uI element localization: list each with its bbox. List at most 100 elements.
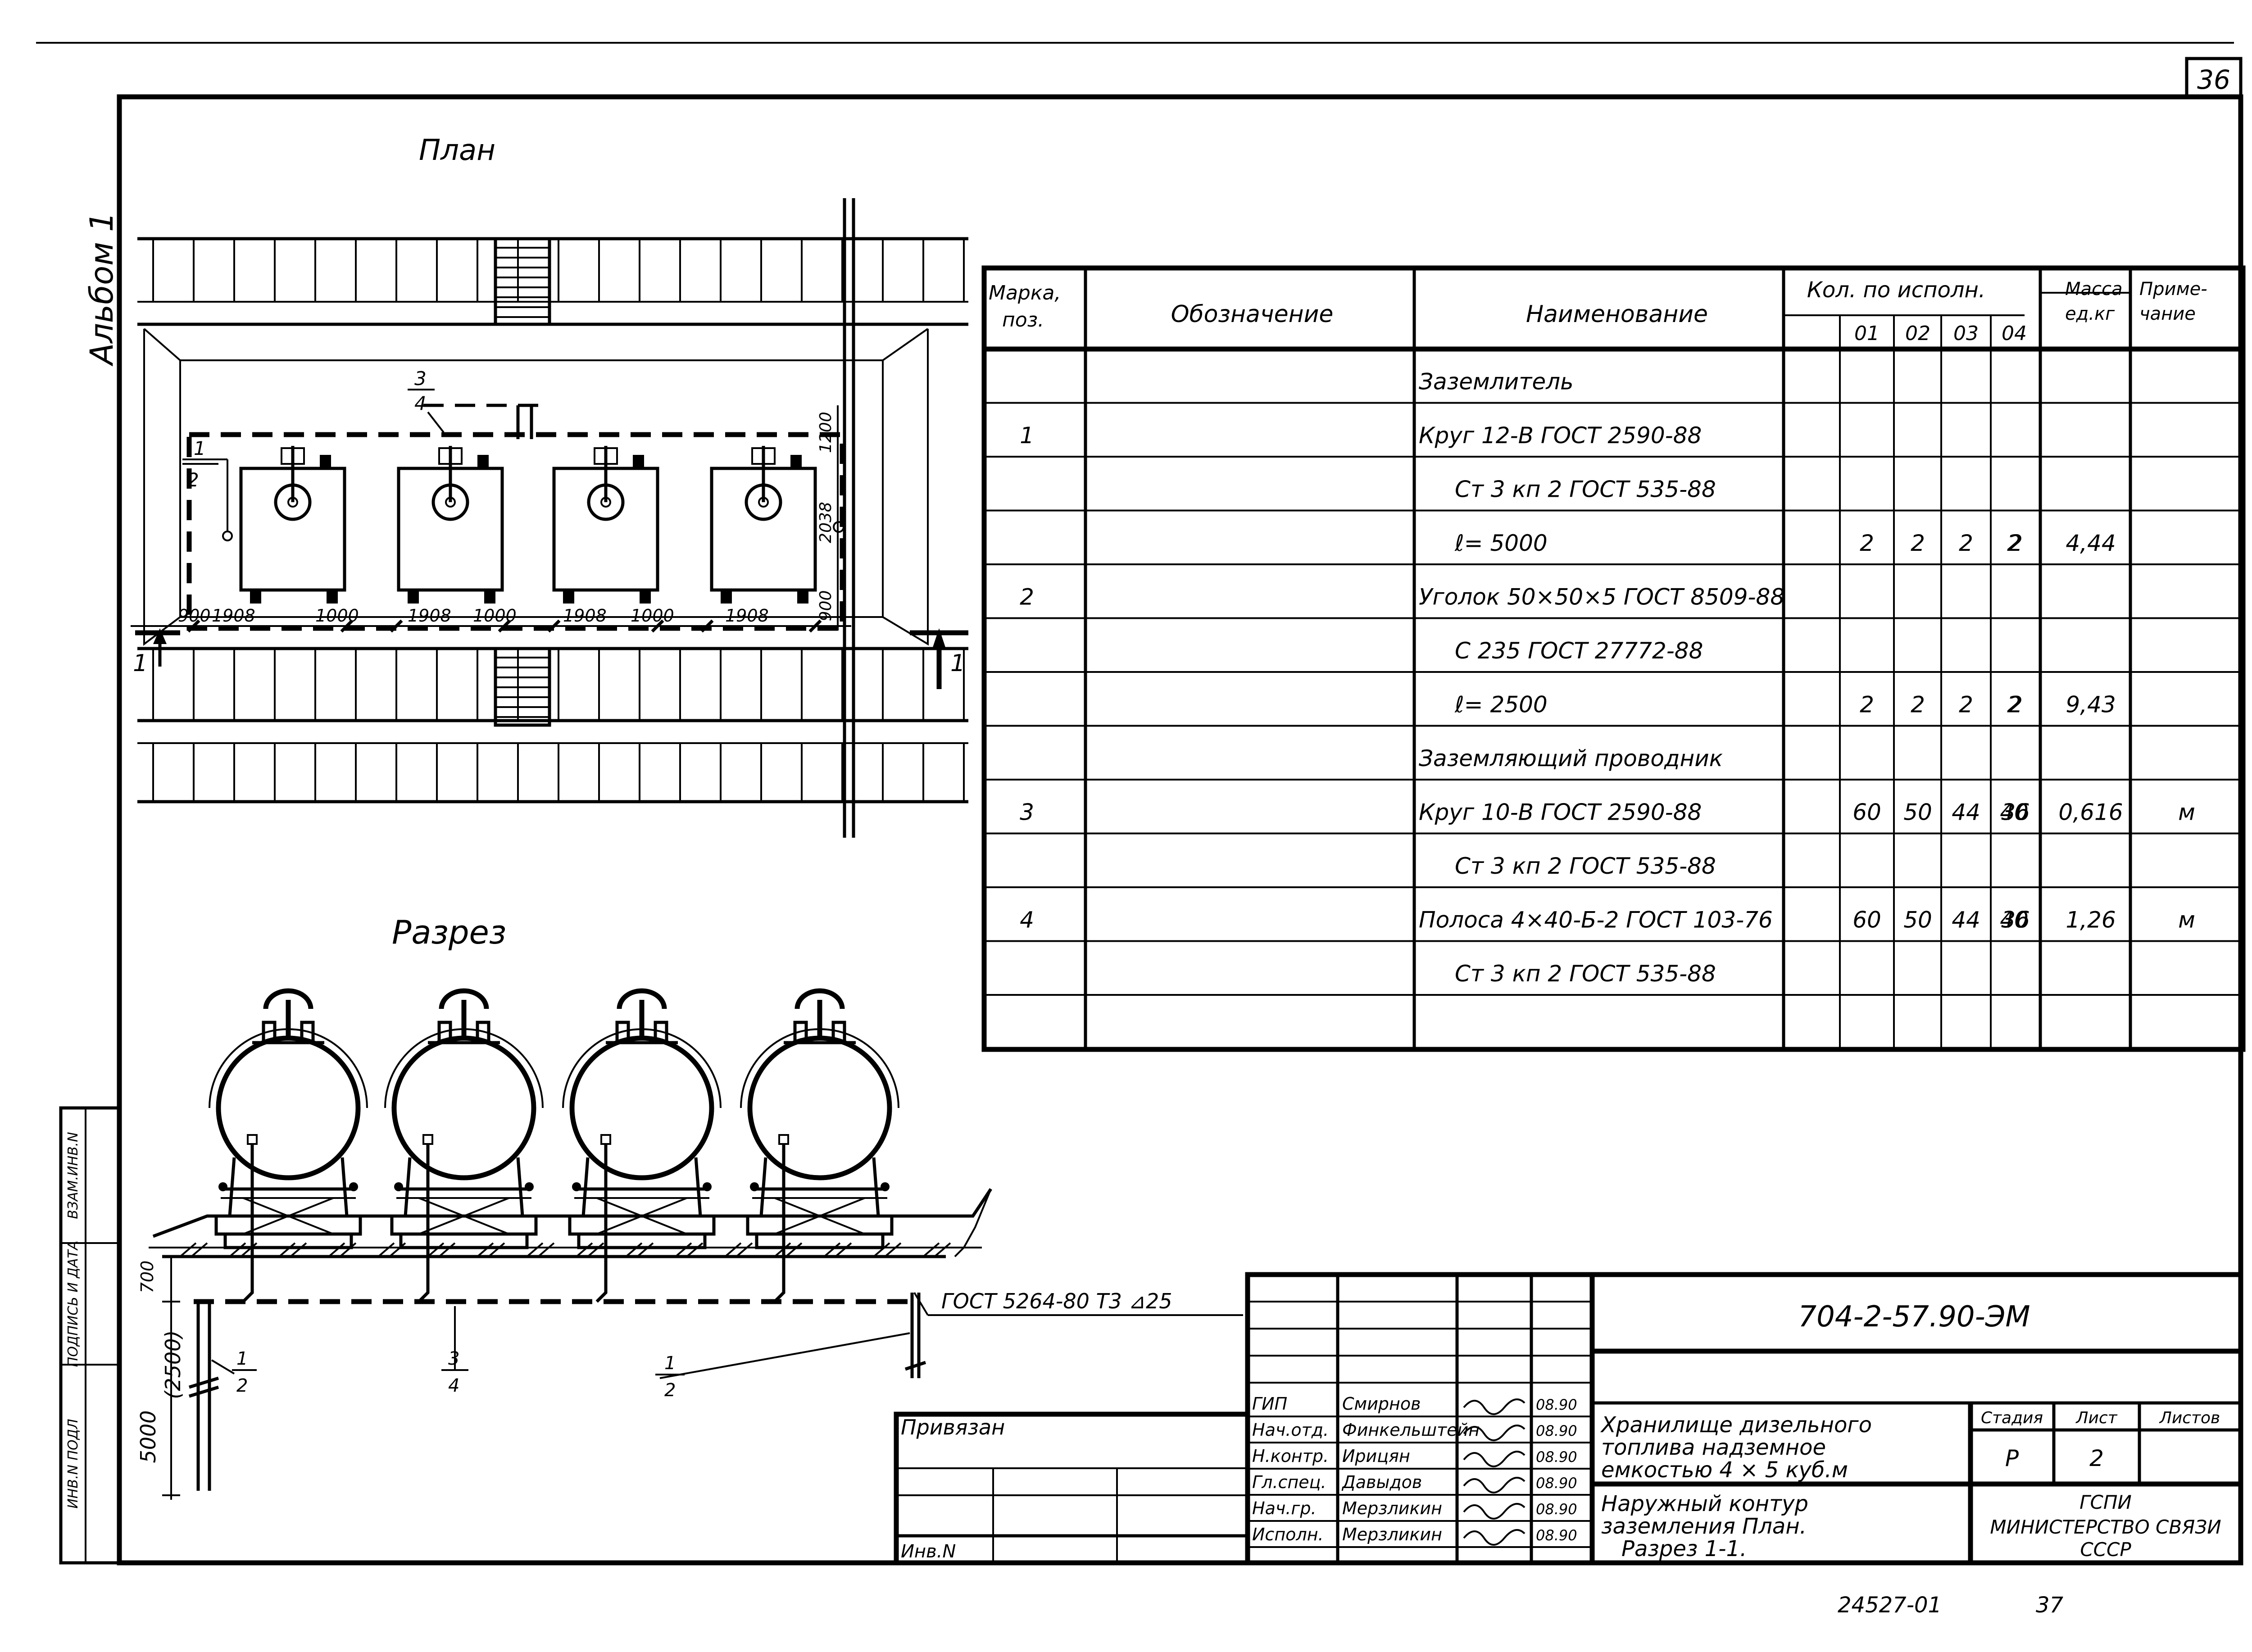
spec-qty: 2 <box>1860 530 1874 556</box>
section-title: Разрез <box>392 913 506 951</box>
spec-qty: 2 <box>2008 530 2023 556</box>
title-person-role: Гл.спец. <box>1252 1472 1326 1492</box>
plan-dim-label: 1908 <box>725 606 769 626</box>
title-person-date: 08.90 <box>1536 1448 1577 1466</box>
plan-marker-3: 3 <box>414 368 427 390</box>
title-person-date: 08.90 <box>1536 1422 1577 1439</box>
signature <box>1463 1477 1526 1493</box>
title-object-line-3: емкостью 4 × 5 куб.м <box>1601 1457 1848 1483</box>
section-rod-length-alt: (2500) <box>161 1330 185 1399</box>
fence-pickets-bottom <box>152 649 965 802</box>
plan-tank <box>397 446 504 604</box>
title-person-role: Н.контр. <box>1252 1446 1329 1466</box>
signature <box>1463 1503 1526 1520</box>
spec-qty: 40 <box>2000 799 2029 826</box>
spec-header-v02: 02 <box>1905 322 1930 345</box>
section-tank <box>209 988 368 1303</box>
title-person-role: Нач.гр. <box>1252 1498 1317 1518</box>
title-person-date: 08.90 <box>1536 1475 1577 1492</box>
spec-row: Ст 3 кп 2 ГОСТ 535-88 <box>1455 853 1716 879</box>
spec-qty: 2 <box>2008 692 2023 718</box>
title-person-name: Ирицян <box>1342 1446 1410 1466</box>
section-pipe-note: ГОСТ 5264-80 Т3 ⊿25 <box>941 1289 1172 1313</box>
spec-header-name: Наименование <box>1526 301 1708 328</box>
plan-dim-right-top: 1200 <box>817 412 835 453</box>
title-person-name: Мерзликин <box>1342 1525 1442 1544</box>
title-person-role: ГИП <box>1252 1394 1287 1414</box>
spec-qty: 2 <box>1959 692 1973 718</box>
spec-mass: 1,26 <box>2066 907 2116 933</box>
title-org-line-1: ГСПИ <box>2079 1491 2132 1513</box>
title-sheet-value: 2 <box>2089 1445 2104 1471</box>
spec-name: Заземляющий проводник <box>1419 745 1723 772</box>
section-tank <box>562 988 722 1303</box>
spec-mass: 0,616 <box>2058 799 2123 826</box>
title-sheet-line-3: Разрез 1-1. <box>1621 1536 1747 1561</box>
plan-dim-right-mid: 2038 <box>817 502 835 543</box>
plan-marker-2: 2 <box>187 469 199 491</box>
title-stage-value: Р <box>2005 1445 2019 1471</box>
side-stamp-vzam: ВЗАМ.ИНВ.N <box>65 1132 81 1219</box>
bottom-code: 24527-01 <box>1838 1593 1942 1618</box>
plan-dim-label: 1908 <box>563 606 607 626</box>
spec-row: С 235 ГОСТ 27772-88 <box>1455 638 1703 664</box>
signature <box>1463 1529 1526 1546</box>
title-sheet-line-2: заземления План. <box>1601 1514 1807 1539</box>
side-stamp-inv: ИНВ.N ПОДЛ <box>65 1419 81 1508</box>
spec-qty: 2 <box>1911 530 1925 556</box>
title-project-code: 704-2-57.90-ЭМ <box>1798 1300 2030 1334</box>
spec-name: ℓ= 2500 <box>1454 692 1548 718</box>
section-leader-left-top: 1 <box>236 1348 248 1369</box>
plan-tank <box>239 446 346 604</box>
spec-header-v01: 01 <box>1854 322 1880 345</box>
title-stage-label: Стадия <box>1981 1409 2043 1427</box>
title-person-name: Смирнов <box>1342 1394 1421 1414</box>
title-person-date: 08.90 <box>1536 1396 1577 1413</box>
title-object-line-1: Хранилище дизельного <box>1600 1412 1872 1438</box>
plan-cut-left: 1 <box>133 650 148 677</box>
sheet-number-box <box>2185 57 2243 99</box>
title-sheets-label: Листов <box>2159 1409 2220 1427</box>
spec-qty: 2 <box>1911 692 1925 718</box>
spec-qty: 2 <box>1959 530 1973 556</box>
spec-row: Заземлитель <box>1419 369 1574 395</box>
spec-name: Заземлитель <box>1419 369 1574 395</box>
title-person-row: ГИП Смирнов 08.90 <box>1252 1394 1577 1415</box>
signature <box>1463 1398 1526 1415</box>
section-tank <box>740 988 899 1303</box>
section-drawing: 700 5000 (2500) 1 2 3 4 1 2 ГОСТ 5264-80… <box>136 988 1243 1500</box>
plan-dim-label: 1000 <box>631 606 674 626</box>
spec-name: ℓ= 5000 <box>1454 530 1548 556</box>
spec-mass: 4,44 <box>2066 530 2116 556</box>
spec-qty: 40 <box>2000 907 2029 933</box>
spec-mass: 9,43 <box>2066 692 2116 718</box>
bottom-page: 37 <box>2036 1593 2064 1618</box>
plan-tanks <box>239 446 817 604</box>
spec-note: м <box>2178 799 2195 826</box>
spec-row: Ст 3 кп 2 ГОСТ 535-88 <box>1455 961 1716 987</box>
stairs-top <box>494 237 551 326</box>
title-person-role: Нач.отд. <box>1252 1420 1329 1440</box>
plan-tank <box>710 446 817 604</box>
plan-dim-label: 900 <box>178 606 211 626</box>
spec-note: м <box>2178 907 2195 933</box>
sheet-number: 36 <box>2197 64 2230 95</box>
title-person-name: Мерзликин <box>1342 1498 1442 1518</box>
spec-header-qty: Кол. по исполн. <box>1807 277 1985 303</box>
plan-dim-label: 1908 <box>408 606 451 626</box>
title-org-line-3: СССР <box>2080 1539 2131 1561</box>
section-leader-mid-top: 3 <box>448 1348 459 1369</box>
title-org-line-2: МИНИСТЕРСТВО СВЯЗИ <box>1990 1516 2221 1538</box>
plan-tank <box>552 446 659 604</box>
